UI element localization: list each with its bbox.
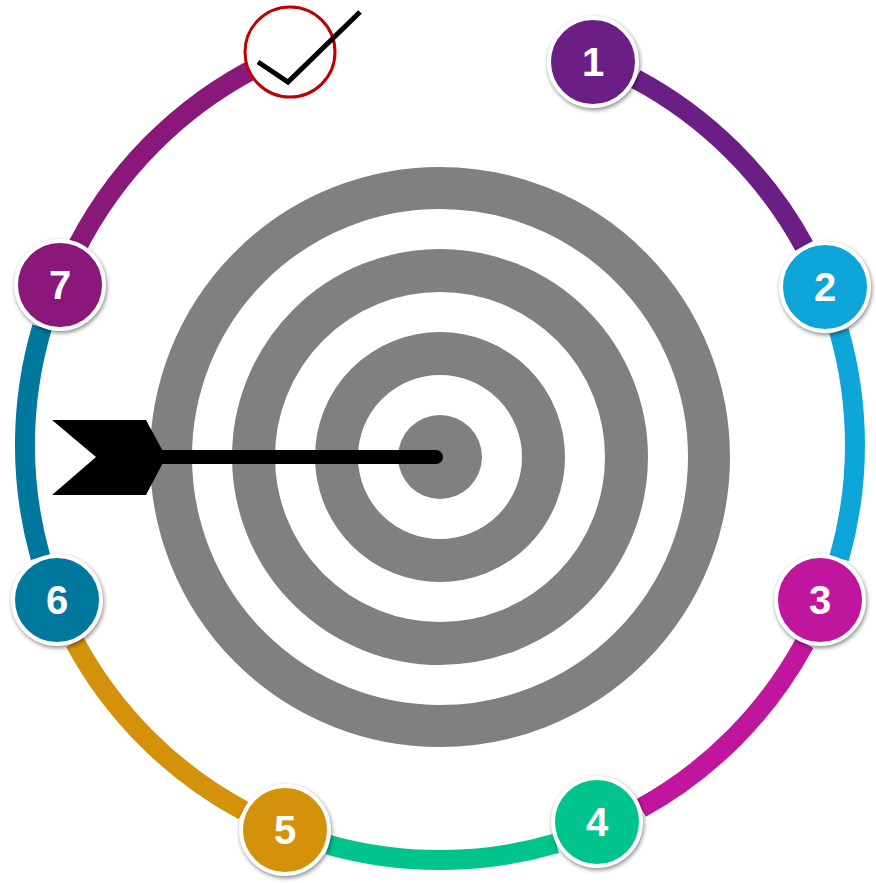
ring-segment [75,642,244,810]
text-holder: 4 [551,776,643,868]
step-circle: 2 [779,241,871,333]
step-number: 5 [274,810,296,850]
ring-segment [839,331,855,558]
step-circle: 3 [774,554,866,646]
text-holder: 3 [774,554,866,646]
circle-fill [13,556,101,644]
step-number: 2 [814,267,836,307]
step-circle: 4 [551,776,643,868]
ring-segment [636,79,804,246]
text-holder: 5 [239,784,331,876]
circle-fill [781,243,869,331]
check-symbol [245,7,360,97]
circle-fill [16,241,104,329]
step-circle: 7 [14,239,106,331]
arrow [52,420,436,495]
arrow-fletching [52,420,166,495]
check-mark [258,12,360,82]
step-number: 7 [49,265,71,305]
circle-fill [776,556,864,644]
ring-segment [329,843,557,860]
text-holder: 2 [779,241,871,333]
step-number: 4 [586,802,608,842]
circle-fill [549,18,637,106]
text-holder: 1 [547,16,639,108]
step-number: 3 [809,580,831,620]
step-number: 6 [46,580,68,620]
ring-segment [25,327,42,557]
step-circle: 5 [239,784,331,876]
circle-fill [241,786,329,874]
text-holder: 6 [11,554,103,646]
arrow-shaft [150,450,436,464]
step-circle: 1 [547,16,639,108]
ring-segment [641,643,805,808]
step-number: 1 [582,42,604,82]
circle-fill [553,778,641,866]
text-holder: 7 [14,239,106,331]
step-circle: 6 [11,554,103,646]
